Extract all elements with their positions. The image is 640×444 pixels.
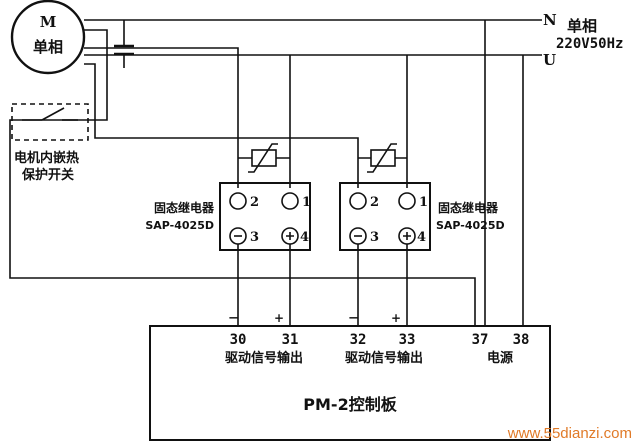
n-label: N [543, 11, 557, 29]
sign-31: + [274, 311, 284, 325]
group-label-drive-1: 驱动信号输出 [225, 350, 303, 366]
terminal-30: 30 [230, 332, 247, 348]
sign-33: + [391, 311, 401, 325]
power-label-line2: 220V50Hz [556, 36, 623, 52]
relay1-name-line2: SAP-4025D [145, 219, 214, 232]
terminal-32: 32 [350, 332, 367, 348]
relay2-body [339, 182, 431, 251]
relay2-pin1: 1 [419, 195, 428, 210]
wire-switch-board [9, 119, 476, 326]
relay2-name-line1: 固态继电器 [438, 200, 499, 215]
wire-motor-relay1 [84, 47, 239, 188]
relay1-pin3: 3 [250, 230, 259, 245]
power-label-line1: 单相 [567, 17, 597, 35]
varistor1-symbol [251, 149, 277, 167]
relay2-name-line2: SAP-4025D [436, 219, 505, 232]
relay2-plus-icon [403, 232, 411, 240]
motor-label: 单相 [33, 38, 63, 56]
terminal-33: 33 [399, 332, 416, 348]
relay1-pin2: 2 [250, 195, 259, 210]
varistor1-slash [248, 143, 278, 173]
terminal-37: 37 [472, 332, 489, 348]
sign-32: − [348, 311, 359, 326]
protect-switch-box [11, 103, 89, 141]
sign-30: − [228, 311, 239, 326]
relay2-pin1-circle [398, 192, 416, 210]
relay1-body [219, 182, 311, 251]
relay2-pin2: 2 [370, 195, 379, 210]
relay2-pin3: 3 [370, 230, 379, 245]
relay1-pin2-circle [229, 192, 247, 210]
varistor2-slash [367, 143, 397, 173]
relay1-pin4: 4 [300, 230, 309, 245]
relay1-plus-icon [286, 232, 294, 240]
terminal-31: 31 [282, 332, 299, 348]
motor-letter: M [40, 13, 57, 31]
wire-motor-relay2 [84, 63, 359, 188]
motor-symbol [10, 0, 86, 75]
terminal-38: 38 [513, 332, 530, 348]
relay1-name-line1: 固态继电器 [154, 200, 215, 215]
group-label-power: 电源 [487, 350, 513, 366]
switch-blade-icon [41, 107, 65, 121]
control-board [149, 325, 551, 441]
u-label: U [543, 51, 556, 69]
protect-switch-line2: 保护开关 [21, 167, 74, 183]
varistor2-symbol [370, 149, 396, 167]
relay1-pin1: 1 [302, 195, 311, 210]
group-label-drive-2: 驱动信号输出 [345, 350, 423, 366]
board-title: PM-2控制板 [303, 395, 397, 414]
protect-switch-line1: 电机内嵌热 [14, 150, 79, 166]
relay1-pin1-circle [281, 192, 299, 210]
watermark: www.55dianzi.com [507, 425, 632, 442]
relay2-pin4: 4 [417, 230, 426, 245]
relay2-pin2-circle [349, 192, 367, 210]
